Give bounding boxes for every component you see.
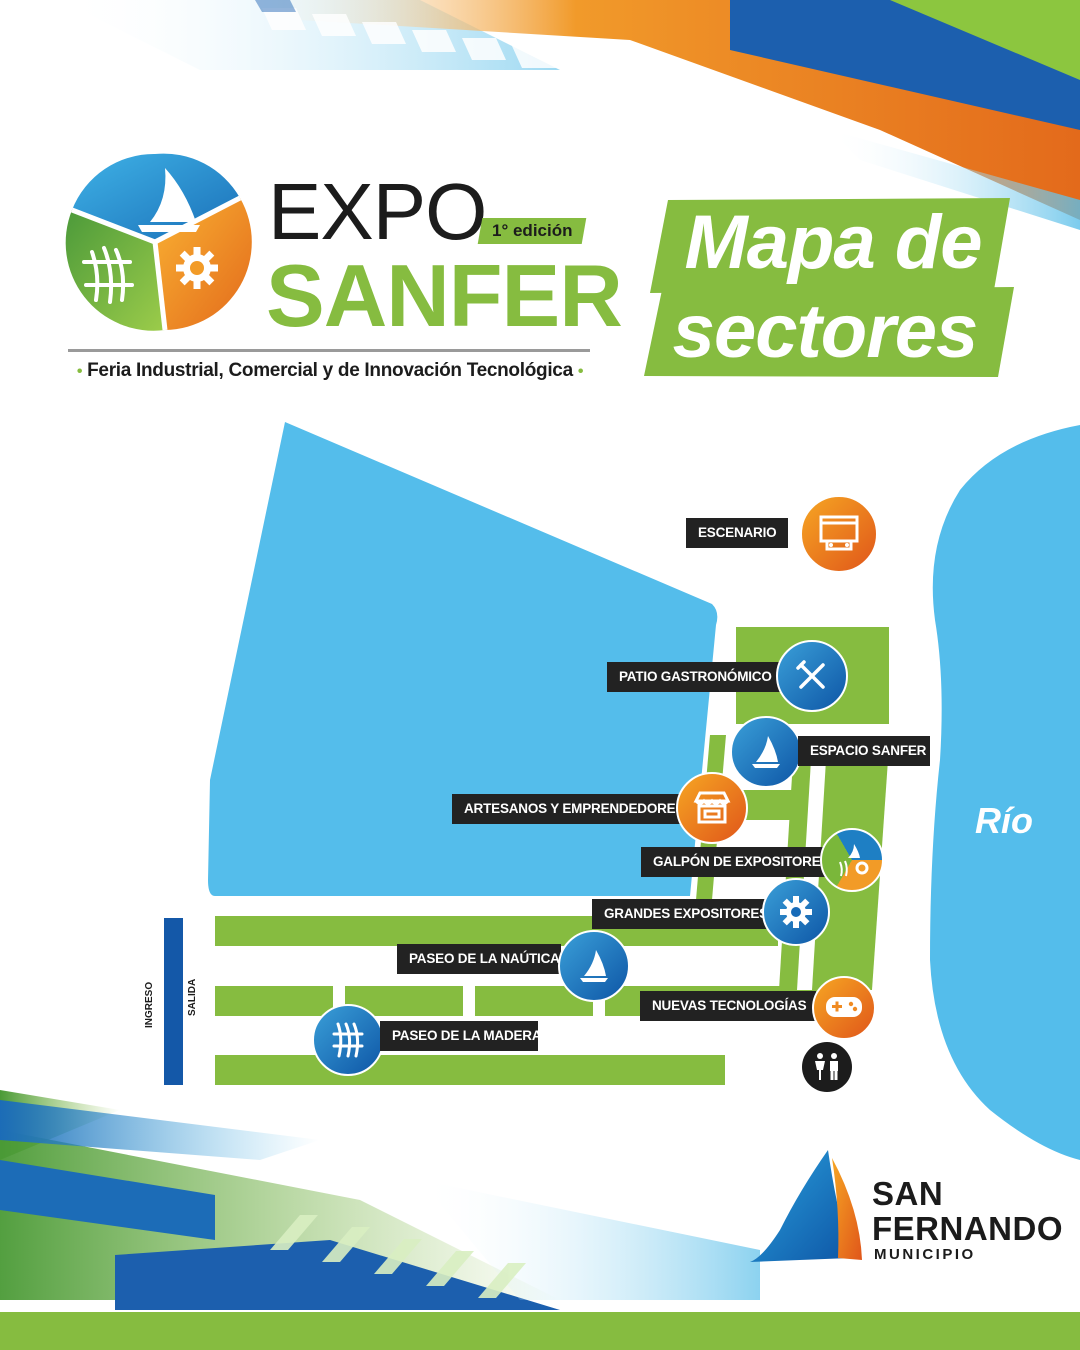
bullet-dot: •: [577, 363, 584, 380]
sector-label-nuevas-tecnologias: NUEVAS TECNOLOGÍAS: [640, 991, 816, 1021]
sector-label-grandes-expositores: GRANDES EXPOSITORES: [592, 899, 768, 929]
market-stall-icon[interactable]: [676, 772, 748, 844]
title-line2: sectores: [672, 289, 979, 374]
logo-divider: [68, 349, 590, 352]
sector-label-galpon-expositores: GALPÓN DE EXPOSITORES: [641, 847, 835, 877]
logo-sanfer-text: SANFER: [266, 246, 623, 345]
sector-label-patio-gastronomico: PATIO GASTRONÓMICO: [607, 662, 781, 692]
gear-icon[interactable]: [762, 878, 830, 946]
tagline: • Feria Industrial, Comercial y de Innov…: [60, 360, 600, 382]
logo-expo-text: EXPO: [268, 167, 487, 256]
fork-knife-icon[interactable]: [776, 640, 848, 712]
municipality-sub: MUNICIPIO: [874, 1246, 976, 1263]
sector-label-paseo-madera: PASEO DE LA MADERA: [380, 1021, 542, 1051]
edition-badge: 1° edición: [477, 218, 587, 244]
expo-logo-icon[interactable]: [820, 828, 884, 892]
sailboat-icon[interactable]: [558, 930, 630, 1002]
municipality-name: SAN FERNANDO: [872, 1176, 1063, 1246]
wood-icon[interactable]: [312, 1004, 384, 1076]
sector-label-paseo-nautica: PASEO DE LA NAÚTICA: [397, 944, 561, 974]
exit-label: SALIDA: [187, 978, 198, 1016]
edition-text: 1° edición: [491, 221, 573, 240]
sector-label-artesanos: ARTESANOS Y EMPRENDEDORES: [452, 794, 690, 824]
sailboat-icon[interactable]: [730, 716, 802, 788]
restroom-icon[interactable]: [802, 1042, 852, 1092]
title-line1: Mapa de: [684, 200, 982, 285]
river-label: Río: [975, 800, 1033, 841]
municipality-line1: SAN: [872, 1175, 944, 1212]
sector-label-escenario: ESCENARIO: [686, 518, 788, 548]
entry-label: INGRESO: [144, 981, 155, 1028]
municipality-line2: FERNANDO: [872, 1210, 1063, 1247]
bullet-dot: •: [76, 363, 83, 380]
tagline-text: Feria Industrial, Comercial y de Innovac…: [87, 360, 573, 381]
stage-icon[interactable]: [800, 495, 878, 573]
sector-label-espacio-sanfer: ESPACIO SANFER: [798, 736, 930, 766]
gamepad-icon[interactable]: [812, 976, 876, 1040]
